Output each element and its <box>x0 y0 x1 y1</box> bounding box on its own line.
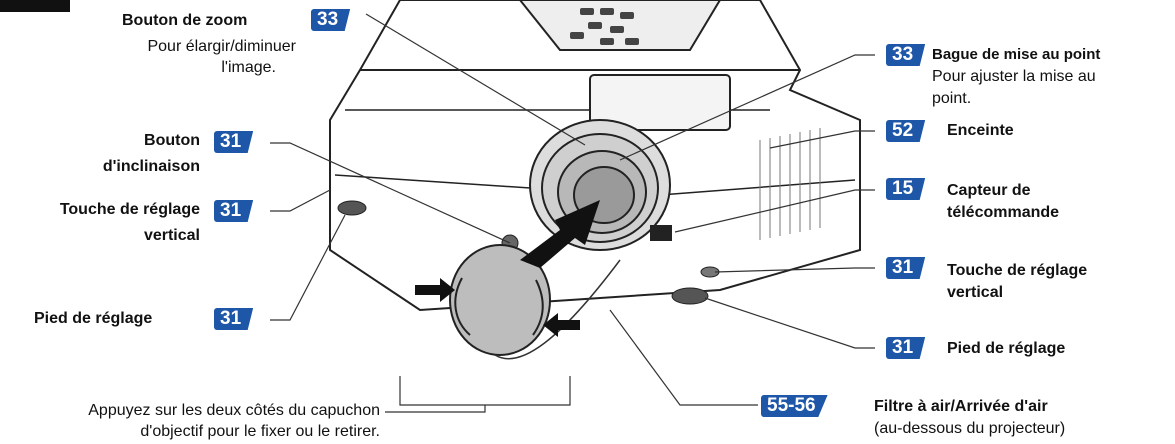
vertical-adjust-left-2: vertical <box>143 227 200 244</box>
sensor-title-2: télécommande <box>947 204 1060 221</box>
header-black-bar <box>0 0 70 12</box>
lens-cap <box>449 244 621 360</box>
sensor-title-1: Capteur de <box>947 182 1031 199</box>
remote-sensor-window <box>650 225 672 241</box>
control-panel-buttons <box>570 8 639 45</box>
vertical-adjust-left-1: Touche de réglage <box>59 201 200 218</box>
speaker-grille <box>759 128 821 240</box>
focus-desc-2: point. <box>932 90 972 107</box>
lens-assembly <box>529 119 671 251</box>
right-foot <box>671 287 709 305</box>
foot-left-title: Pied de réglage <box>34 310 153 327</box>
foot-left-badge: 31 <box>214 308 254 330</box>
vertical-adjust-right-1: Touche de réglage <box>947 262 1088 279</box>
focus-title: Bague de mise au point <box>932 46 1101 63</box>
leader-lines <box>270 13 875 413</box>
filter-desc: (au-dessous du projecteur) <box>874 420 1066 437</box>
zoom-page-badge: 33 <box>311 9 351 31</box>
vertical-adjust-right-2: vertical <box>947 284 1004 301</box>
foot-right-badge: 31 <box>886 337 926 359</box>
focus-desc-1: Pour ajuster la mise au <box>932 68 1096 85</box>
vertical-adjust-left-badge: 31 <box>214 200 254 222</box>
filter-title: Filtre à air/Arrivée d'air <box>874 398 1048 415</box>
lens-cap-note-1: Appuyez sur les deux côtés du capuchon <box>88 402 380 419</box>
sensor-page-badge: 15 <box>886 178 926 200</box>
speaker-page-badge: 52 <box>886 120 926 142</box>
press-arrow-left <box>415 278 455 302</box>
focus-page-badge: 33 <box>886 44 926 66</box>
tilt-title-1: Bouton <box>144 132 200 149</box>
press-arrow-right <box>543 313 580 337</box>
left-foot <box>337 200 367 216</box>
filter-page-badge: 55-56 <box>761 395 828 417</box>
tilt-page-badge: 31 <box>214 131 254 153</box>
vertical-adjust-right-badge: 31 <box>886 257 926 279</box>
attach-arrow <box>520 200 600 268</box>
speaker-title: Enceinte <box>947 122 1014 139</box>
zoom-desc-2: l'image. <box>221 59 276 76</box>
foot-right-title: Pied de réglage <box>947 340 1066 357</box>
zoom-desc-1: Pour élargir/diminuer <box>147 38 296 55</box>
zoom-title: Bouton de zoom <box>122 12 248 29</box>
tilt-title-2: d'inclinaison <box>102 158 200 175</box>
lens-cap-note-2: d'objectif pour le fixer ou le retirer. <box>140 423 380 440</box>
